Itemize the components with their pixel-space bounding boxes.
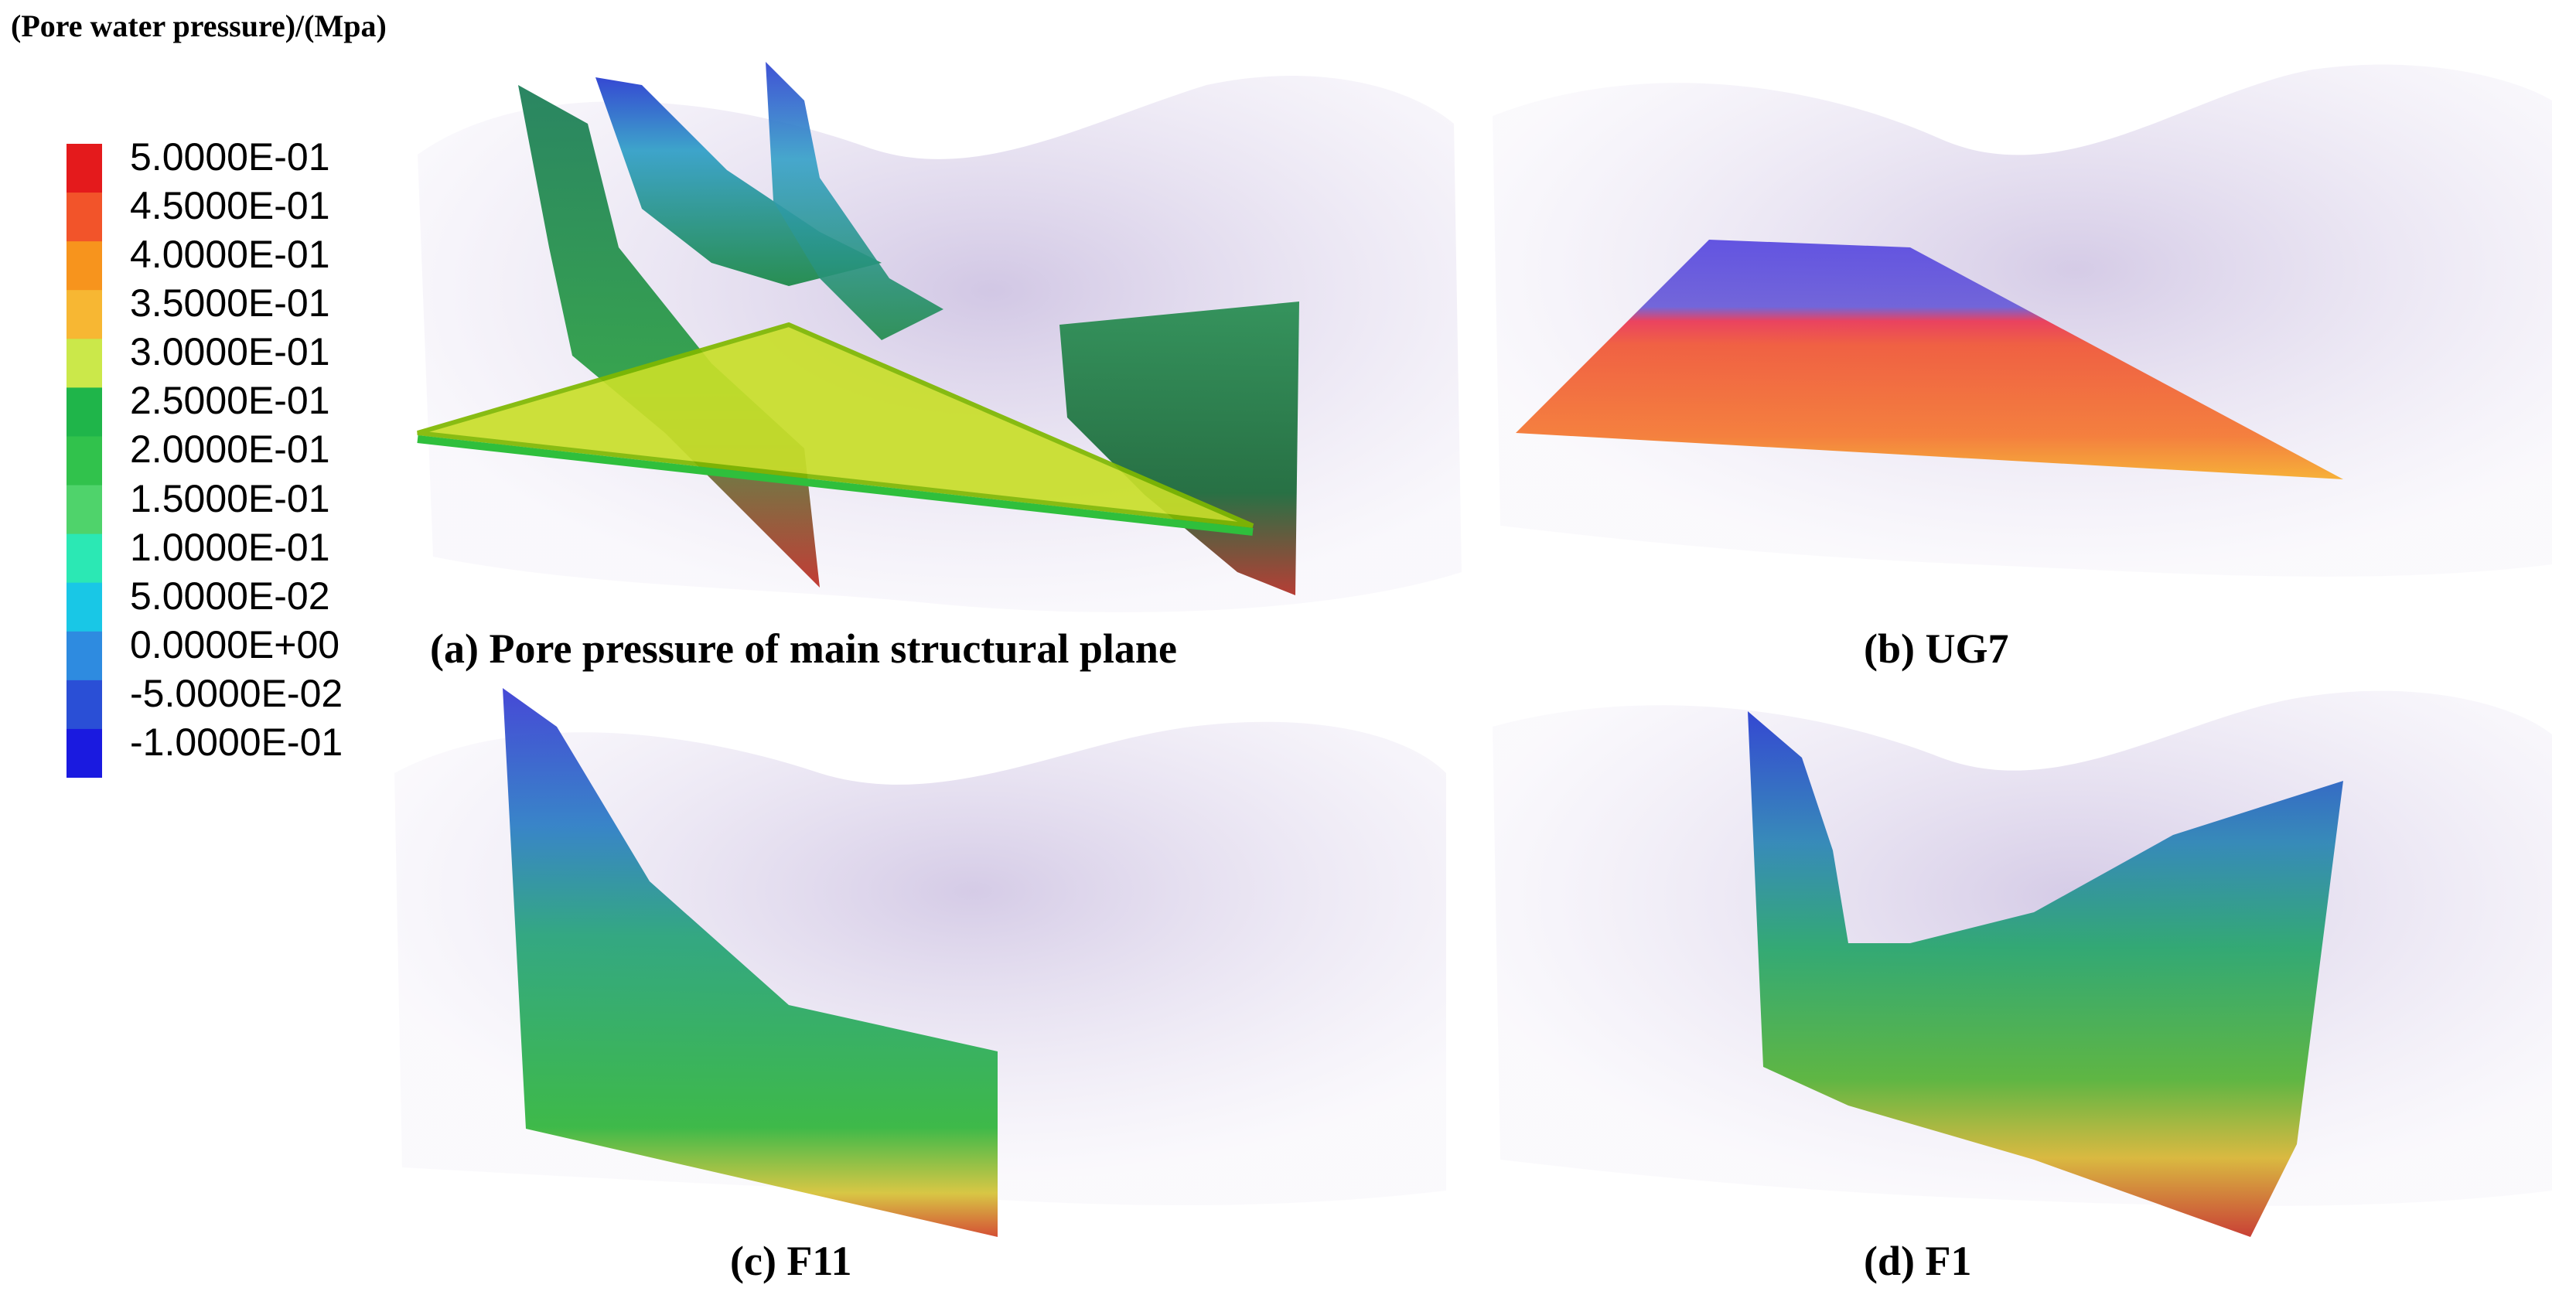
panel-d-render bbox=[1493, 690, 2552, 1237]
legend-tick-label: -5.0000E-02 bbox=[130, 671, 343, 715]
legend-swatch bbox=[67, 582, 102, 632]
legend-tick-label: 5.0000E-02 bbox=[130, 574, 330, 618]
legend-swatch bbox=[67, 339, 102, 388]
legend-colorbar bbox=[67, 144, 102, 778]
panel-b-caption: (b) UG7 bbox=[1864, 625, 2009, 672]
panel-a-caption: (a) Pore pressure of main structural pla… bbox=[430, 625, 1177, 672]
panel-b-render bbox=[1493, 64, 2552, 577]
legend-tick-label: 1.5000E-01 bbox=[130, 476, 330, 520]
panel-c-render bbox=[394, 688, 1446, 1237]
legend-swatch bbox=[67, 241, 102, 291]
legend-tick-label: 3.0000E-01 bbox=[130, 330, 330, 374]
panel-c-caption: (c) F11 bbox=[730, 1238, 852, 1284]
panel-a-render bbox=[417, 62, 1462, 612]
legend-tick-label: 4.0000E-01 bbox=[130, 233, 330, 277]
panel-a-ug7-plane-edge bbox=[417, 435, 1254, 536]
legend-tick-label: 2.0000E-01 bbox=[130, 428, 330, 472]
panel-a-fault-back bbox=[766, 62, 943, 340]
legend-swatch bbox=[67, 728, 102, 778]
legend-swatch bbox=[67, 436, 102, 486]
panel-a-main-structural-plane bbox=[387, 31, 1469, 649]
panel-d-f1 bbox=[1477, 665, 2560, 1237]
legend-swatch bbox=[67, 193, 102, 242]
panel-c-f11-plane bbox=[503, 688, 998, 1237]
panel-b-ug7 bbox=[1477, 31, 2560, 634]
legend-tick-label: 3.5000E-01 bbox=[130, 281, 330, 325]
legend-swatch bbox=[67, 387, 102, 438]
panel-c-f11 bbox=[387, 680, 1454, 1237]
panel-b-ug7-plane bbox=[1516, 240, 2343, 479]
legend-tick-label: 0.0000E+00 bbox=[130, 622, 340, 666]
legend-tick-label: 5.0000E-01 bbox=[130, 135, 330, 179]
legend-swatch bbox=[67, 485, 102, 535]
legend-tick-label: 4.5000E-01 bbox=[130, 184, 330, 228]
legend-tick-label: 2.5000E-01 bbox=[130, 379, 330, 423]
legend-swatch bbox=[67, 533, 102, 584]
legend-tick-label: 1.0000E-01 bbox=[130, 525, 330, 569]
panel-d-f1-plane bbox=[1748, 711, 2343, 1237]
legend-tick-label: -1.0000E-01 bbox=[130, 720, 343, 764]
panel-d-caption: (d) F1 bbox=[1864, 1238, 1972, 1284]
legend-swatch bbox=[67, 631, 102, 681]
legend-swatch bbox=[67, 144, 102, 193]
legend-swatch bbox=[67, 290, 102, 339]
legend-title: (Pore water pressure)/(Mpa) bbox=[11, 9, 387, 43]
panel-a-ug7-plane bbox=[417, 322, 1254, 528]
legend-swatch bbox=[67, 680, 102, 730]
